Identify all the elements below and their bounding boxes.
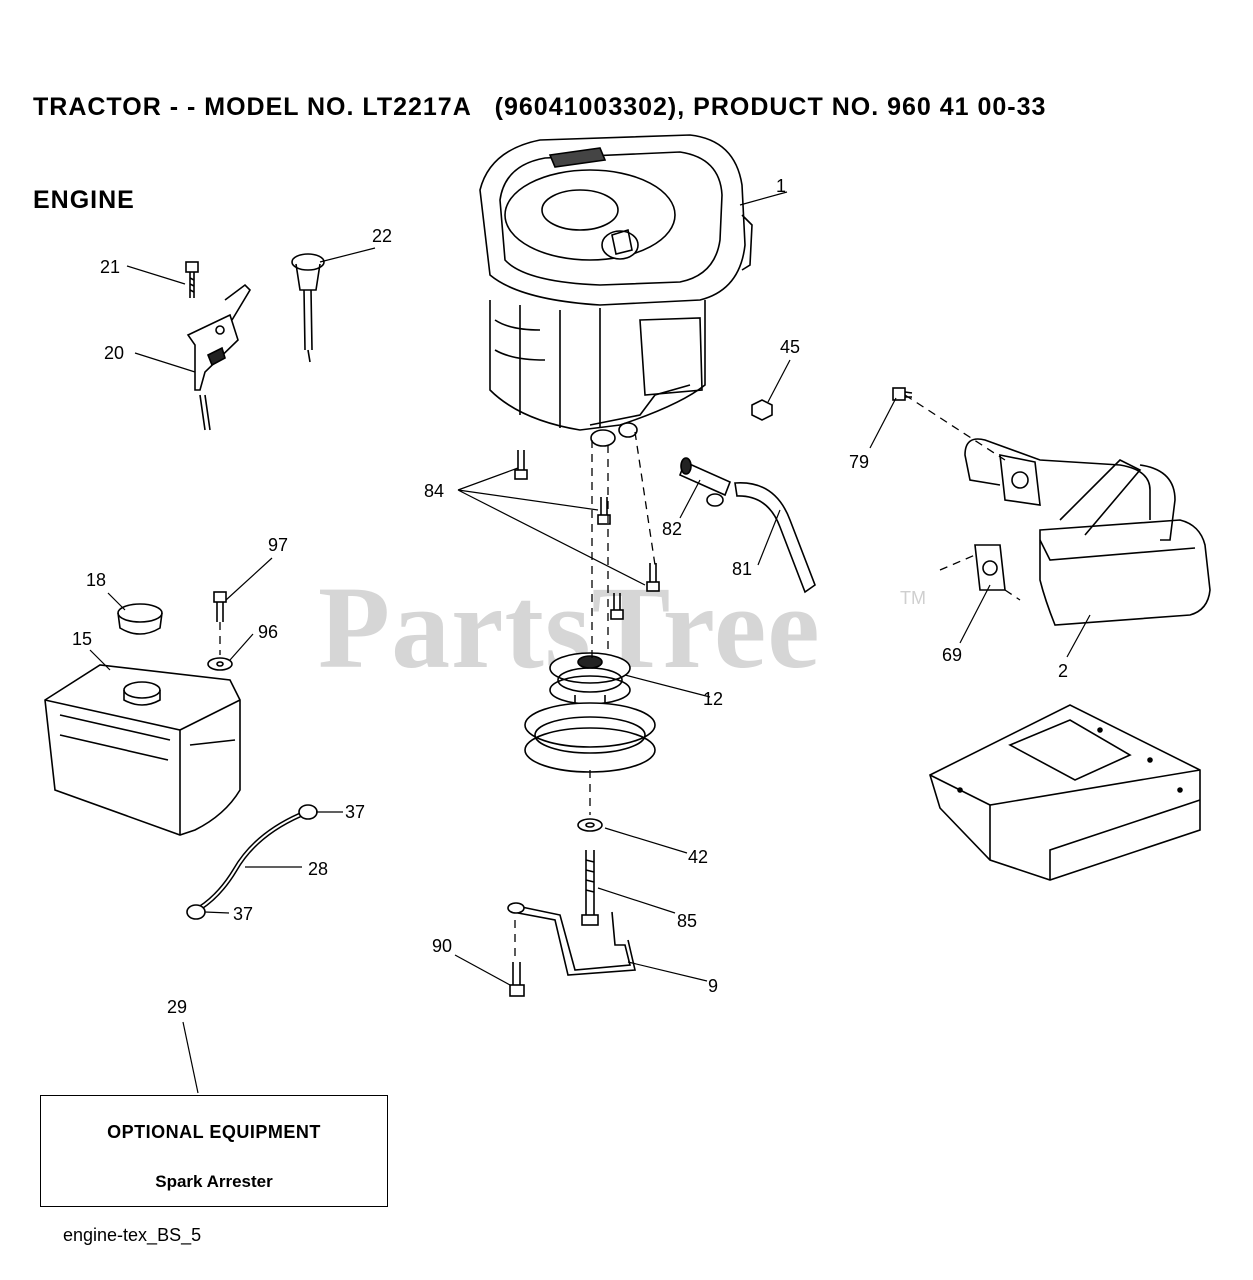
callout-28: 28 [308, 859, 328, 879]
callout-96: 96 [258, 622, 278, 642]
optional-equipment-box: OPTIONAL EQUIPMENT Spark Arrester [40, 1095, 388, 1207]
callout-2: 2 [1058, 661, 1068, 681]
bolt-part-90[interactable] [509, 962, 525, 997]
callout-1: 1 [776, 176, 786, 196]
callout-81: 81 [732, 559, 752, 579]
bolt-part-79[interactable] [892, 387, 913, 401]
callout-79: 79 [849, 452, 869, 472]
callout-90: 90 [432, 936, 452, 956]
callout-45: 45 [780, 337, 800, 357]
assembly-guide-lines [219, 394, 1021, 960]
callout-18: 18 [86, 570, 106, 590]
pulley-part-12[interactable] [524, 652, 656, 773]
bolt-part-97[interactable] [213, 591, 227, 622]
fuel-line-part-28[interactable] [198, 812, 302, 911]
callout-20: 20 [104, 343, 124, 363]
callout-21: 21 [100, 257, 120, 277]
callout-42: 42 [688, 847, 708, 867]
nut-part-45[interactable] [751, 399, 773, 421]
callout-12: 12 [703, 689, 723, 709]
engine-part-1[interactable] [479, 134, 753, 447]
bolt-part-85[interactable] [581, 850, 599, 926]
drain-valve-part-82[interactable] [678, 457, 732, 507]
callout-29: 29 [167, 997, 187, 1017]
callout-84: 84 [424, 481, 444, 501]
title-line-2: ENGINE [33, 186, 135, 214]
callout-9: 9 [708, 976, 718, 996]
callout-22: 22 [372, 226, 392, 246]
callout-37-top: 37 [345, 802, 365, 822]
fuel-tank-part-15[interactable] [44, 664, 241, 836]
callout-69: 69 [942, 645, 962, 665]
drain-hose-part-81[interactable] [734, 482, 816, 594]
callout-15: 15 [72, 629, 92, 649]
fuel-cap-part-18[interactable] [117, 603, 163, 635]
watermark-tm: TM [900, 588, 926, 608]
choke-knob-part-22[interactable] [291, 253, 325, 363]
muffler-part-2[interactable] [964, 438, 1211, 626]
callout-97: 97 [268, 535, 288, 555]
page-title: TRACTOR - - MODEL NO. LT2217A (960410033… [33, 30, 1046, 247]
callout-labels: 1 2 9 12 15 18 20 21 22 28 29 37 37 42 4… [72, 176, 1068, 1017]
callout-82: 82 [662, 519, 682, 539]
title-line-1: TRACTOR - - MODEL NO. LT2217A (960410033… [33, 93, 1047, 121]
throttle-control-part-20[interactable] [186, 283, 252, 431]
callout-85: 85 [677, 911, 697, 931]
callout-37-bottom: 37 [233, 904, 253, 924]
leader-lines [89, 191, 1091, 1094]
engine-mount-bracket[interactable] [929, 704, 1201, 881]
clamp-part-37-bottom[interactable] [186, 904, 206, 920]
bolt-part-84[interactable] [514, 450, 660, 620]
washer-part-42[interactable] [577, 818, 603, 832]
diagram-code: engine-tex_BS_5 [63, 1225, 202, 1245]
screw-part-21[interactable] [185, 261, 199, 298]
clamp-part-37-top[interactable] [298, 804, 318, 820]
spark-arrester-label: Spark Arrester [155, 1172, 273, 1191]
gasket-part-69[interactable] [974, 544, 1006, 591]
bracket-part-9[interactable] [507, 902, 636, 976]
washer-part-96[interactable] [207, 657, 233, 671]
optional-equipment-title: OPTIONAL EQUIPMENT [107, 1122, 321, 1142]
